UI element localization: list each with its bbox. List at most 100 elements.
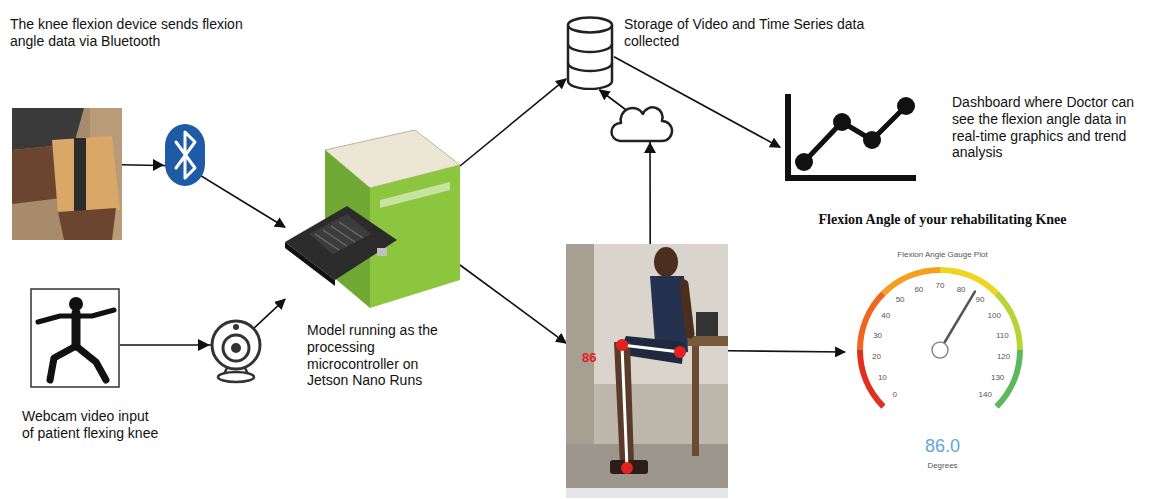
- tick-label-box: 110: [996, 331, 1009, 341]
- drawing-part: [223, 335, 249, 361]
- caption-text: Model running as the processing microcon…: [307, 322, 457, 389]
- tick-label: 50: [896, 295, 905, 305]
- drawing-part: [285, 206, 397, 280]
- tick-label: 80: [957, 285, 966, 295]
- caption-text: Storage of Video and Time Series data co…: [624, 16, 869, 50]
- drawing-part: [50, 346, 76, 380]
- caption-text: Webcam video input of patient flexing kn…: [22, 408, 162, 442]
- tick-label: 60: [914, 285, 923, 295]
- drawing-part: [31, 289, 119, 387]
- drawing-part: [165, 124, 205, 186]
- drawing-part: [315, 234, 339, 250]
- tick-label: 30: [873, 331, 882, 341]
- tick-label: 100: [988, 311, 1001, 321]
- caption-box: Degrees: [845, 461, 1040, 471]
- caption-text: Flexion Angle Gauge Plot: [845, 250, 1040, 260]
- drawing-part: [654, 247, 678, 277]
- drawing-part: [863, 131, 881, 149]
- database-cylinder: [566, 16, 614, 90]
- tick-label: 40: [881, 311, 890, 321]
- drawing-part: [566, 444, 728, 488]
- jetson-nano-box: Model running as the processing microcon…: [285, 130, 460, 310]
- drawing-part: [860, 293, 883, 350]
- drawing-part: [622, 345, 680, 352]
- drawing-part: [833, 113, 851, 131]
- tick-label-box: 10: [878, 373, 887, 383]
- flow-arrow: [460, 79, 566, 166]
- drawing-part: [72, 313, 81, 346]
- drawing-part: [566, 244, 728, 498]
- drawing-part: [997, 293, 1020, 350]
- caption-text: Degrees: [845, 461, 1040, 471]
- drawing-part: [616, 339, 628, 351]
- drawing-part: [323, 230, 347, 246]
- caption-box: 86: [582, 350, 612, 366]
- drawing-part: [788, 94, 916, 178]
- drawing-part: [377, 248, 387, 256]
- flexion-gauge: Flexion Angle of your rehabilitating Kne…: [845, 242, 1040, 474]
- tick-label-box: 120: [997, 352, 1010, 362]
- cloud-icon: [611, 107, 672, 153]
- webcam-figure: Webcam video input of patient flexing kn…: [30, 288, 120, 388]
- caption-box: Webcam video input of patient flexing kn…: [22, 408, 162, 442]
- tick-label: 10: [878, 373, 887, 383]
- drawing-part: [566, 488, 728, 498]
- pose-estimation-photo: [566, 244, 728, 498]
- drawing-part: [684, 284, 690, 334]
- tick-label: 20: [872, 352, 881, 362]
- drawing-part: [309, 214, 371, 254]
- drawing-part: [897, 97, 915, 115]
- caption-box: Model running as the processing microcon…: [307, 322, 457, 389]
- drawing-part: [622, 345, 627, 468]
- storage-database: Storage of Video and Time Series data co…: [566, 16, 614, 90]
- drawing-part: [153, 159, 164, 171]
- webcam-icon: [198, 321, 260, 382]
- tick-label-box: 20: [872, 352, 881, 362]
- caption-text: 86.0: [845, 436, 1040, 458]
- caption-text: 86: [582, 350, 612, 366]
- caption-box: 86.0: [845, 436, 1040, 458]
- caption-text: Dashboard where Doctor can see the flexi…: [952, 94, 1144, 161]
- drawing-part: [568, 18, 612, 33]
- drawing-part: [566, 244, 594, 444]
- dashboard-chart: Dashboard where Doctor can see the flexi…: [780, 92, 920, 184]
- drawing-part: [176, 132, 195, 178]
- drawing-part: [644, 142, 656, 153]
- drawing-part: [621, 462, 633, 474]
- tick-label: 130: [991, 373, 1004, 383]
- drawing-part: [52, 136, 120, 214]
- drawing-part: [795, 153, 813, 171]
- tick-label-box: 70: [936, 281, 945, 291]
- caption-box: Flexion Angle of your rehabilitating Kne…: [793, 212, 1092, 229]
- bluetooth-icon: [153, 124, 205, 186]
- drawing-part: [315, 222, 363, 250]
- drawing-part: [218, 372, 254, 382]
- tick-label-box: 130: [991, 373, 1004, 383]
- tick-label: 110: [996, 331, 1009, 341]
- gauge-title: Flexion Angle of your rehabilitating Kne…: [793, 212, 1092, 229]
- drawing-part: [339, 222, 363, 238]
- tick-label-box: 40: [881, 311, 890, 321]
- flow-arrow: [728, 351, 845, 352]
- drawing-part: [58, 208, 116, 240]
- tick-label-box: 0: [893, 390, 897, 400]
- tick-label: 120: [997, 352, 1010, 362]
- pose-estimation-frame: 86: [566, 244, 728, 498]
- chart-icon: [780, 92, 920, 184]
- patient-silhouette: [30, 288, 120, 388]
- tick-label: 70: [936, 281, 945, 291]
- drawing-part: [38, 310, 114, 380]
- drawing-part: [233, 324, 239, 330]
- tick-label: 140: [979, 390, 992, 400]
- drawing-part: [331, 226, 355, 242]
- tick-label-box: 60: [914, 285, 923, 295]
- caption-box: Storage of Video and Time Series data co…: [624, 16, 869, 50]
- tick-label-box: 50: [896, 295, 905, 305]
- caption-box: Flexion Angle Gauge Plot: [845, 250, 1040, 260]
- caption-text: The knee flexion device sends flexion an…: [10, 16, 250, 50]
- tick-label-box: 100: [988, 311, 1001, 321]
- tick-label: 90: [975, 295, 984, 305]
- drawing-part: [674, 346, 686, 358]
- drawing-part: [932, 342, 948, 358]
